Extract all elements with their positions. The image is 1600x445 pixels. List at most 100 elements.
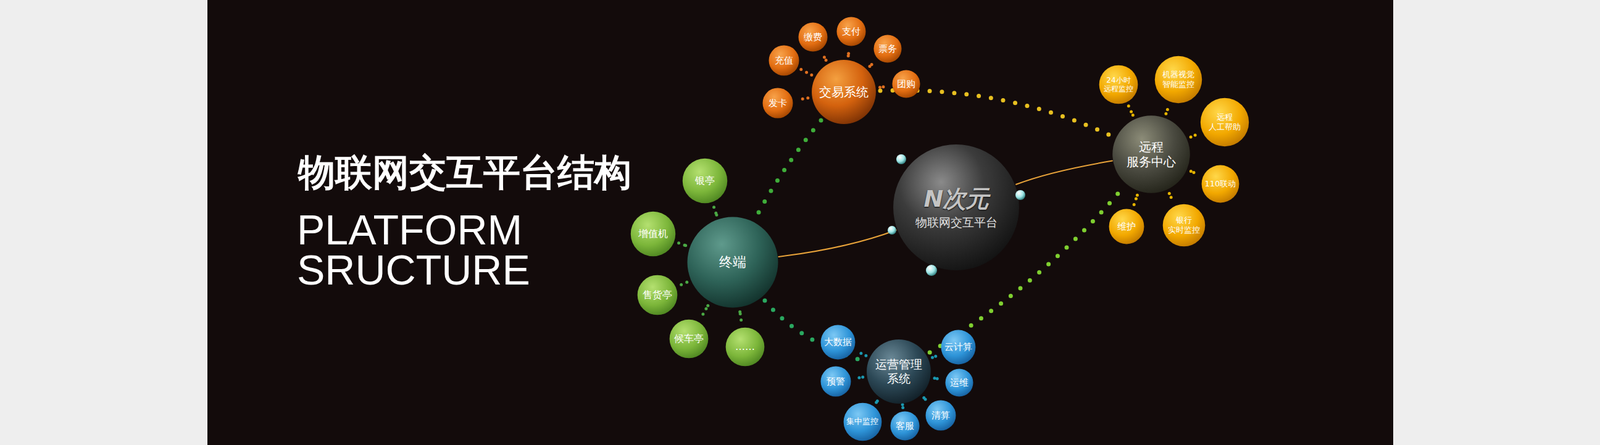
satellite-bubble: 支付 [836, 16, 867, 47]
circle-fill [669, 319, 709, 359]
satellite-bubble: 远程 人工帮助 [1200, 97, 1250, 147]
satellite-bubble: …… [725, 327, 765, 367]
dotted-connector [848, 50, 850, 59]
text-holder: 维护 [1117, 220, 1136, 233]
dotted-connector [880, 90, 1113, 136]
text-holder: 终端 [719, 254, 747, 271]
text-holder: …… [735, 340, 755, 353]
circle-fill [637, 275, 678, 316]
node-text: 24小时 远程监控 [1103, 75, 1134, 94]
node-text: 机器视觉 智能监控 [1162, 69, 1195, 89]
node-text: 清算 [931, 409, 950, 421]
circle-fill [940, 329, 976, 365]
node-text: …… [735, 340, 755, 353]
node-text: 充值 [774, 54, 794, 67]
node-text: 物联网交互平台 [915, 215, 998, 230]
circle-fill [1201, 165, 1240, 204]
dotted-connector [868, 61, 875, 68]
hub-sphere: 终端 [686, 216, 780, 309]
text-holder: 客服 [895, 420, 915, 432]
node-text: N次元 [924, 185, 989, 214]
circle-fill [687, 217, 779, 309]
satellite-bubble: 云计算 [940, 329, 976, 365]
text-holder: 团购 [896, 78, 916, 90]
node-text: 远程 人工帮助 [1208, 112, 1241, 132]
text-holder: 缴费 [803, 31, 823, 43]
circle-fill [682, 158, 728, 204]
text-holder: 充值 [774, 54, 794, 67]
english-subtitle: PLATFORM SRUCTURE [296, 209, 531, 291]
circle-fill [866, 339, 931, 404]
satellite-bubble: 预警 [820, 366, 852, 397]
circle-fill [836, 16, 866, 46]
text-holder: 银亭 [695, 174, 715, 187]
text-holder: N次元物联网交互平台 [915, 185, 998, 230]
dotted-connector [900, 403, 905, 408]
main-title: 物联网交互平台结构 [298, 151, 632, 193]
satellite-bubble: 候车亭 [669, 319, 709, 359]
circle-fill [891, 69, 920, 98]
dotted-connector [796, 98, 809, 100]
text-holder: 银行 实时监控 [1167, 215, 1200, 235]
circle-fill [925, 400, 957, 431]
satellite-bubble: 充值 [768, 45, 800, 76]
circle-fill [769, 45, 800, 76]
text-holder: 110联动 [1204, 179, 1237, 189]
text-holder: 支付 [841, 25, 861, 38]
circle-fill [811, 59, 876, 125]
satellite-bubble: 客服 [890, 411, 920, 441]
node-text: 发卡 [768, 97, 788, 109]
circle-fill [630, 211, 676, 257]
dotted-connector [931, 354, 939, 359]
satellite-bubble: 110联动 [1201, 164, 1240, 204]
satellite-bubble: 团购 [891, 69, 921, 99]
text-holder: 票务 [878, 43, 897, 55]
satellite-bubble: 银行 实时监控 [1162, 203, 1206, 247]
bubble [896, 154, 907, 165]
node-text: 运维 [950, 377, 969, 389]
dotted-connector [713, 206, 718, 218]
circle-fill [1109, 209, 1145, 245]
circle-fill [725, 327, 765, 367]
dotted-connector [854, 377, 865, 379]
satellite-bubble: 24小时 远程监控 [1098, 64, 1139, 105]
dotted-connector [878, 86, 889, 88]
satellite-bubble: 运维 [945, 368, 974, 397]
node-text: 集中监控 [846, 416, 879, 427]
text-holder: 发卡 [768, 97, 788, 109]
circle-fill [873, 34, 902, 63]
dotted-connector [1128, 105, 1134, 117]
node-text: 终端 [719, 254, 747, 271]
text-holder: 远程 服务中心 [1126, 139, 1176, 170]
node-text: 团购 [896, 78, 916, 90]
text-holder: 机器视觉 智能监控 [1162, 69, 1195, 89]
node-text: 预警 [826, 375, 846, 388]
circle-fill [893, 144, 1020, 271]
bubble [887, 225, 897, 235]
circle-fill [762, 88, 794, 119]
node-text: 远程 服务中心 [1126, 139, 1176, 170]
dotted-connector [700, 304, 709, 319]
dotted-connector [755, 120, 821, 218]
curve-connector [778, 230, 896, 257]
satellite-bubble: 机器视觉 智能监控 [1154, 55, 1203, 104]
circle-fill [945, 368, 973, 397]
satellite-bubble: 缴费 [798, 22, 828, 52]
dotted-connector [856, 351, 867, 356]
dotted-connector [678, 242, 689, 247]
text-holder: 运维 [950, 377, 969, 389]
node-text: 维护 [1117, 220, 1136, 233]
satellite-bubble: 发卡 [762, 87, 794, 119]
node-text: 云计算 [944, 341, 973, 353]
node-text: 运营管理 系统 [875, 357, 923, 386]
node-text: 缴费 [803, 31, 823, 43]
satellite-bubble: 集中监控 [843, 402, 883, 442]
node-text: 票务 [878, 43, 897, 55]
node-text: 增值机 [638, 227, 668, 240]
node-text: 售货亭 [642, 288, 673, 301]
satellite-bubble: 增值机 [630, 211, 676, 257]
circle-fill [1099, 65, 1139, 105]
text-holder: 云计算 [944, 341, 973, 353]
satellite-bubble: 大数据 [820, 324, 856, 360]
